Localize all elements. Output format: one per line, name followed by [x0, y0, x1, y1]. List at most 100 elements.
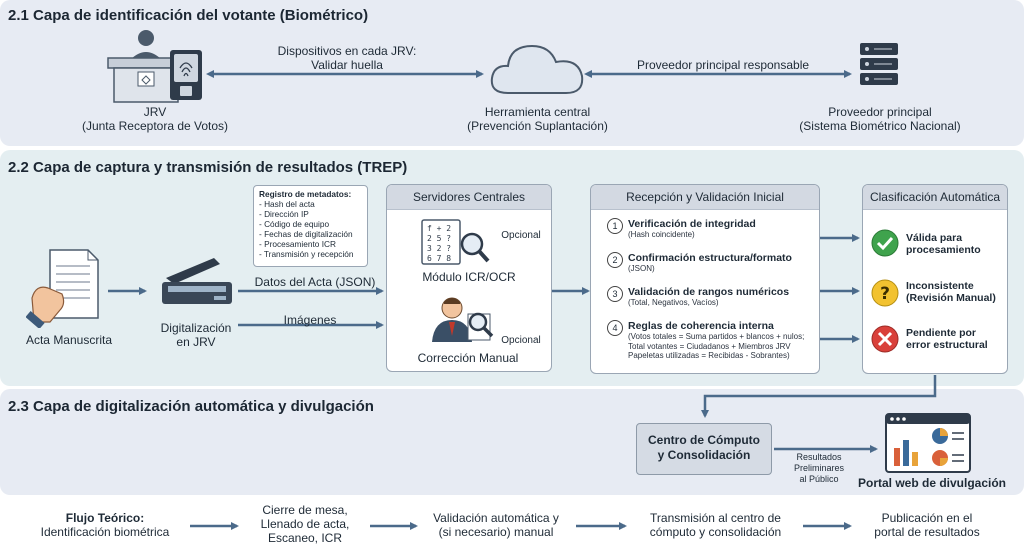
metadata-item: - Transmisión y recepción: [259, 249, 354, 259]
question-circle-icon: ?: [871, 279, 899, 307]
step-number: 2: [607, 252, 623, 268]
central-tool-line2: (Prevención Suplantación): [467, 119, 608, 133]
results-line1: Resultados: [796, 452, 842, 462]
step-title: Reglas de coherencia interna: [628, 320, 774, 332]
step-detail: (JSON): [628, 264, 655, 273]
metadata-item: - Hash del acta: [259, 199, 315, 209]
icr-module-label: Módulo ICR/OCR: [422, 270, 516, 284]
error-circle-icon: [871, 325, 899, 353]
class-pending-line2: error estructural: [906, 339, 988, 351]
results-line3: al Público: [799, 474, 839, 484]
class-inconsistent: Inconsistente (Revisión Manual): [906, 280, 1016, 304]
handwritten-record-label: Acta Manuscrita: [25, 333, 113, 347]
central-tool-line1: Herramienta central: [484, 105, 591, 119]
layer-3-band: [0, 389, 1024, 495]
devices-label-line2: Validar huella: [311, 58, 383, 72]
metadata-register-box: Registro de metadatos: - Hash del acta -…: [253, 185, 368, 267]
reception-validation-title: Recepción y Validación Inicial: [591, 185, 819, 210]
flow-step-text: Transmisión al centro de: [650, 511, 781, 525]
step-title: Verificación de integridad: [628, 218, 756, 230]
class-pending-line1: Pendiente por: [906, 327, 977, 339]
svg-text:6 7 8: 6 7 8: [427, 254, 451, 263]
step-title: Confirmación estructura/formato: [628, 252, 792, 264]
flow-step-text: Llenado de acta,: [260, 517, 350, 531]
step-title: Validación de rangos numéricos: [628, 286, 790, 298]
section-title-digitalization: 2.3 Capa de digitalización automática y …: [8, 398, 374, 415]
provider-line2: (Sistema Biométrico Nacional): [799, 119, 961, 133]
flow-step-text: (si necesario) manual: [438, 525, 554, 539]
icr-ocr-icon: f + 2 2 5 ? 3 2 ? 6 7 8: [421, 219, 490, 265]
metadata-item: - Fechas de digitalización: [259, 229, 353, 239]
flow-step-transmission: Transmisión al centro de cómputo y conso…: [628, 511, 803, 539]
step-detail: (Total, Negativos, Vacíos): [628, 298, 719, 307]
metadata-title: Registro de metadatos:: [259, 189, 352, 199]
step-detail: (Hash coincidente): [628, 230, 695, 239]
flow-step-text: Identificación biométrica: [40, 525, 170, 539]
provider-line1: Proveedor principal: [828, 105, 932, 119]
central-servers-title: Servidores Centrales: [387, 185, 551, 210]
section-title-trep: 2.2 Capa de captura y transmisión de res…: [8, 159, 408, 176]
svg-text:2 5 ?: 2 5 ?: [427, 234, 451, 243]
preliminary-results-label: Resultados Preliminares al Público: [784, 452, 854, 485]
flow-step-text: Publicación en el: [881, 511, 973, 525]
class-inconsistent-line2: (Revisión Manual): [906, 292, 996, 304]
validation-step-3: 3 Validación de rangos numéricos (Total,…: [607, 286, 818, 308]
server-icon: [860, 43, 898, 85]
metadata-item: - Dirección IP: [259, 209, 309, 219]
computing-center-box: Centro de Cómputo y Consolidación: [636, 423, 772, 475]
jrv-label-line1: JRV: [143, 105, 167, 119]
class-valid-line1: Válida para: [906, 232, 963, 244]
digitalization-line1: Digitalización: [160, 321, 232, 335]
step-number: 1: [607, 218, 623, 234]
digitalization-line2: en JRV: [176, 335, 216, 349]
digitalization-label: Digitalización en JRV: [146, 321, 246, 349]
data-json-label: Datos del Acta (JSON): [254, 275, 376, 289]
computing-center-line2: y Consolidación: [657, 448, 751, 462]
jrv-desk-icon: [107, 30, 202, 103]
metadata-item: - Código de equipo: [259, 219, 330, 229]
check-circle-icon: [871, 229, 899, 257]
provider-label: Proveedor principal (Sistema Biométrico …: [795, 105, 965, 133]
results-line2: Preliminares: [793, 463, 844, 473]
computing-center-line1: Centro de Cómputo: [648, 433, 760, 447]
step-number: 3: [607, 286, 623, 302]
devices-label: Dispositivos en cada JRV: Validar huella: [262, 44, 432, 72]
step-detail: Total votantes = Ciudadanos + Miembros J…: [628, 341, 791, 351]
auto-classification-title: Clasificación Automática: [863, 185, 1007, 210]
web-portal-icon: [885, 413, 971, 473]
cloud-icon: [490, 44, 584, 94]
flow-title: Flujo Teórico:: [65, 511, 145, 525]
svg-text:?: ?: [880, 284, 890, 304]
flow-step-text: cómputo y consolidación: [649, 525, 782, 539]
manual-correction-label: Corrección Manual: [417, 351, 519, 365]
step-number: 4: [607, 320, 623, 336]
flow-step-text: portal de resultados: [874, 525, 980, 539]
class-inconsistent-line1: Inconsistente: [906, 280, 974, 292]
flow-step-closing: Cierre de mesa, Llenado de acta, Escaneo…: [240, 503, 370, 545]
scanner-icon: [162, 258, 232, 304]
metadata-item: - Procesamiento ICR: [259, 239, 337, 249]
flow-step-validation: Validación automática y (si necesario) m…: [416, 511, 576, 539]
web-portal-label: Portal web de divulgación: [857, 476, 1007, 490]
validation-step-1: 1 Verificación de integridad (Hash coinc…: [607, 218, 818, 240]
svg-text:3 2 ?: 3 2 ?: [427, 244, 451, 253]
optional-label-top: Opcional: [501, 230, 541, 241]
handwritten-record-icon: [26, 249, 99, 328]
jrv-label-line2: (Junta Receptora de Votos): [81, 119, 229, 133]
class-valid-line2: procesamiento: [906, 244, 981, 256]
provider-link-label: Proveedor principal responsable: [636, 58, 810, 72]
optional-label-bottom: Opcional: [501, 335, 541, 346]
flow-step-text: Cierre de mesa,: [262, 503, 348, 517]
flow-step-publication: Publicación en el portal de resultados: [852, 511, 1002, 539]
class-valid: Válida para procesamiento: [906, 232, 1016, 256]
step-detail: Papeletas utilizadas = Recibidas - Sobra…: [628, 351, 790, 360]
flow-step-text: Validación automática y: [433, 511, 559, 525]
devices-label-line1: Dispositivos en cada JRV:: [277, 44, 417, 58]
svg-text:f + 2: f + 2: [427, 224, 451, 233]
validation-step-4: 4 Reglas de coherencia interna (Votos to…: [607, 320, 818, 361]
images-label: Imágenes: [283, 313, 337, 327]
reception-validation-box: Recepción y Validación Inicial: [590, 184, 820, 374]
flow-step-text: Escaneo, ICR: [267, 531, 343, 545]
central-tool-label: Herramienta central (Prevención Suplanta…: [455, 105, 620, 133]
validation-step-2: 2 Confirmación estructura/formato (JSON): [607, 252, 818, 274]
